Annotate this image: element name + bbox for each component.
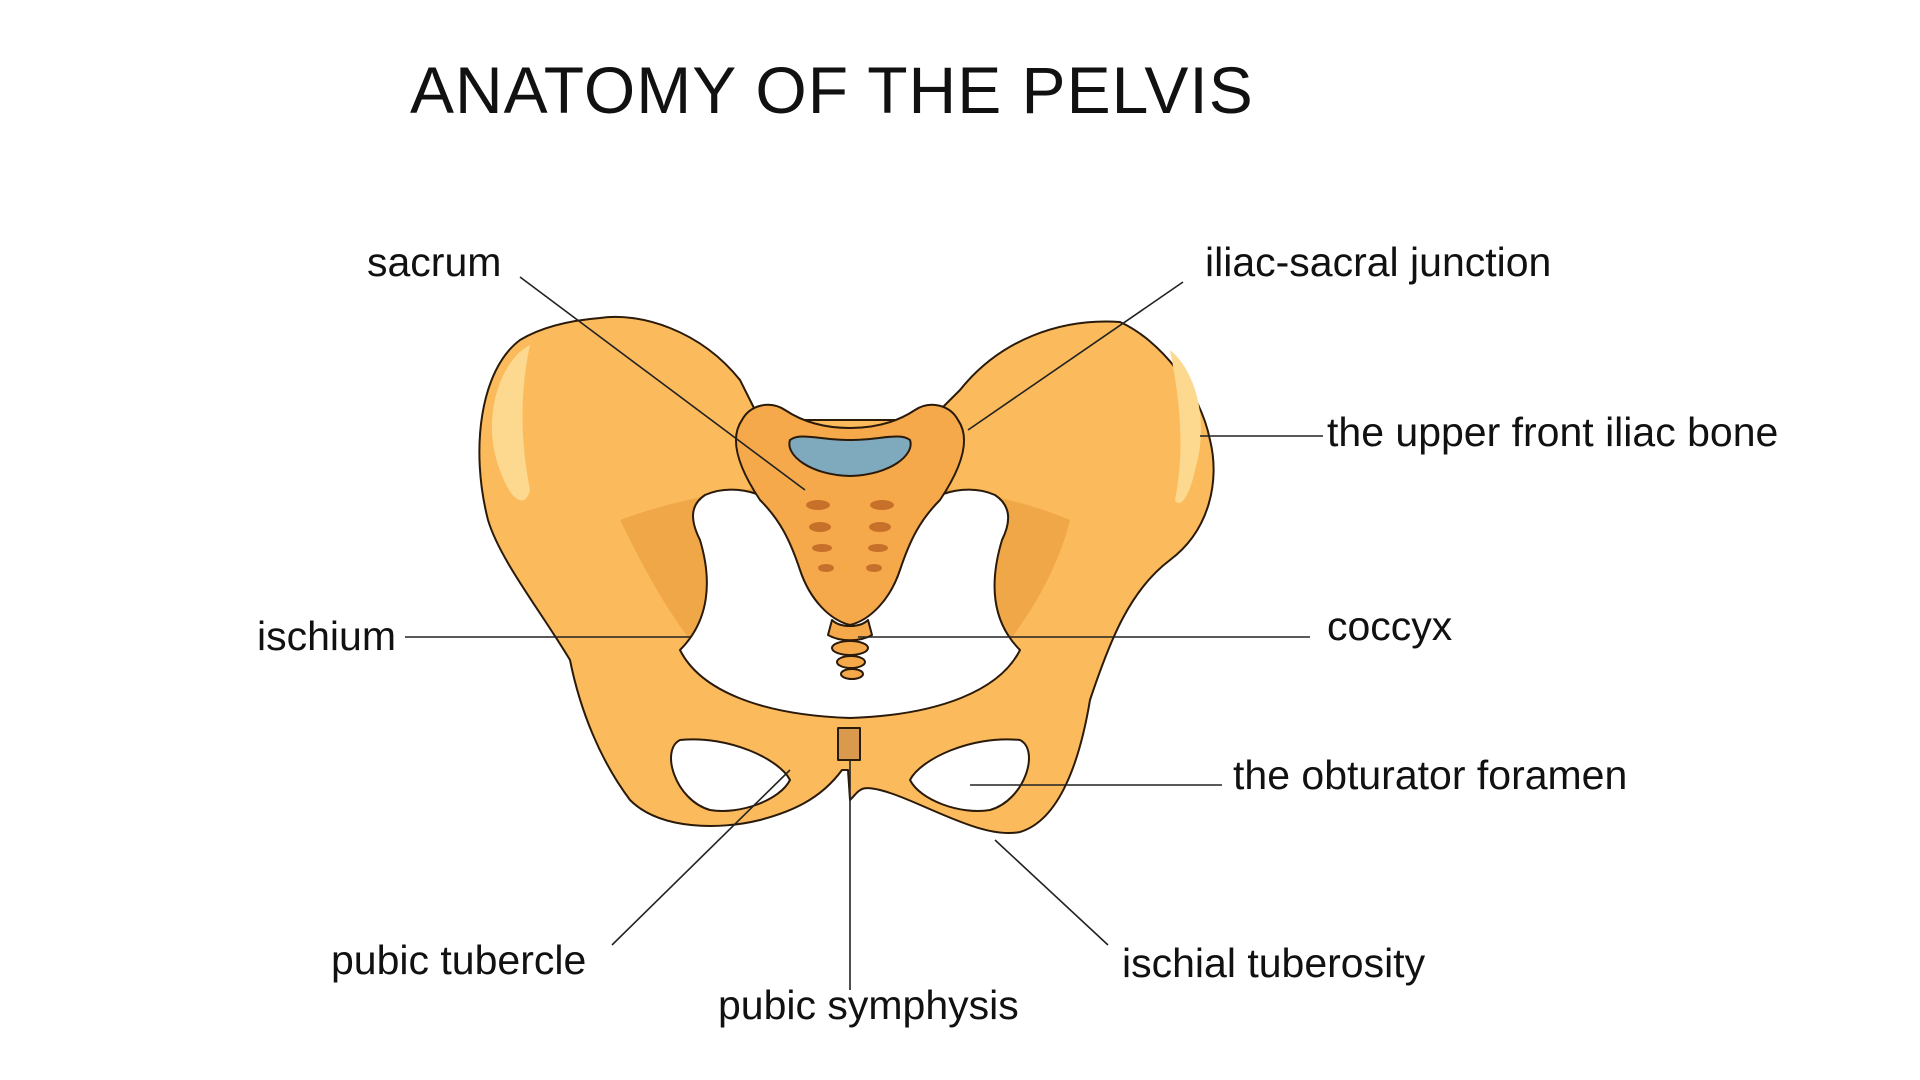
coccyx [827,619,873,680]
pelvis-bone [478,315,1215,835]
label-sacrum: sacrum [367,239,502,285]
label-upper-front-iliac-bone: the upper front iliac bone [1327,409,1779,455]
label-iliac-sacral-junction: iliac-sacral junction [1205,239,1552,285]
leader-ischial-tuberosity [994,839,1109,946]
leader-lines [405,276,1323,990]
label-ischium: ischium [257,613,396,659]
leader-pubic-tubercle [611,769,791,946]
page-title: ANATOMY OF THE PELVIS [410,53,1254,127]
leader-iliac-sacral-junction [967,281,1184,431]
label-pubic-tubercle: pubic tubercle [331,937,587,983]
left-obturator-foramen [670,738,791,812]
label-pubic-symphysis: pubic symphysis [718,982,1019,1028]
pubic-symphysis [837,727,861,761]
sacrum [734,403,966,626]
left-iliac-crest-highlight [491,345,530,501]
label-ischial-tuberosity: ischial tuberosity [1122,940,1426,986]
right-iliac-crest-highlight [1170,350,1201,504]
leader-sacrum [519,276,806,491]
sacral-cartilage [788,435,912,477]
right-obturator-foramen [909,738,1030,812]
sacral-foramina [806,500,894,572]
label-coccyx: coccyx [1327,603,1453,649]
label-obturator-foramen: the obturator foramen [1233,752,1628,798]
